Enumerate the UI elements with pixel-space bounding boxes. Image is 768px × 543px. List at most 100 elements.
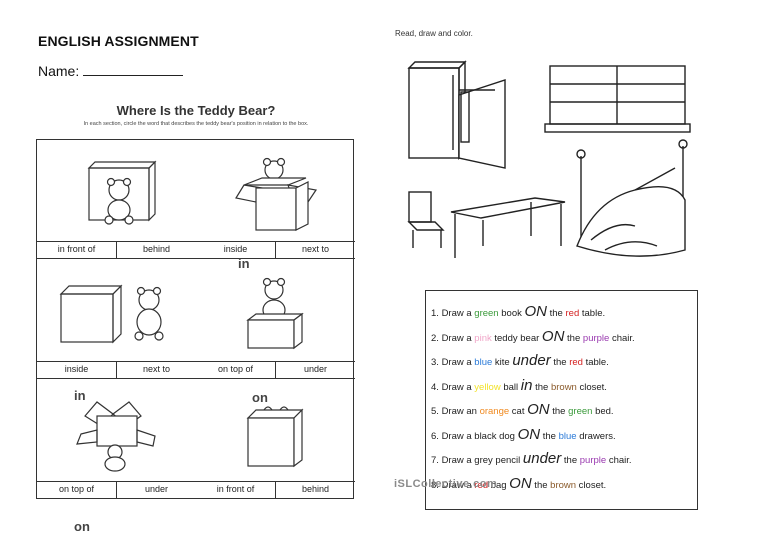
instruction-word: book <box>498 308 525 319</box>
answer-options: in front of behind <box>196 481 355 499</box>
instruction-word: Draw a <box>441 357 475 368</box>
instruction-word: in <box>520 376 533 394</box>
grid-cell-5: on top of under <box>37 380 196 500</box>
instruction-number: 2. <box>431 332 442 344</box>
name-label: Name: <box>38 63 80 79</box>
instruction-line: 8. Draw a red bag ON the brown closet. <box>431 475 606 492</box>
instruction-word: Draw a black dog <box>441 430 518 442</box>
worksheet-title: Where Is the Teddy Bear? <box>116 103 276 118</box>
instruction-word: brown <box>550 381 577 393</box>
instruction-word: the <box>531 479 551 491</box>
option-right[interactable]: next to <box>275 242 355 258</box>
worksheet-instruction: In each section, circle the word that de… <box>83 121 309 127</box>
instruction-word: under <box>522 450 562 467</box>
option-left[interactable]: inside <box>64 364 89 374</box>
option-right[interactable]: under <box>116 482 196 499</box>
answer-options: on top of under <box>196 361 355 379</box>
instruction-word: table. <box>582 357 609 368</box>
instruction-word: cat <box>509 406 528 417</box>
option-right[interactable]: next to <box>116 362 196 378</box>
option-left[interactable]: in front of <box>216 484 255 494</box>
instruction-word: the <box>532 381 551 393</box>
option-left[interactable]: in front of <box>57 244 96 254</box>
option-left[interactable]: inside <box>223 244 248 254</box>
handwritten-answer: on <box>74 519 90 534</box>
instruction-word: green <box>568 406 593 417</box>
instruction-word: closet. <box>576 479 607 491</box>
option-right[interactable]: behind <box>275 482 355 499</box>
instruction-word: red <box>569 357 583 368</box>
instruction-word: brown <box>550 479 577 491</box>
instruction-word: the <box>561 455 580 466</box>
grid-cell-2: inside next to <box>196 140 355 260</box>
watermark: iSLCollective.com <box>394 478 498 490</box>
instruction-word: Draw a grey <box>441 455 496 466</box>
instruction-word: Draw a <box>441 332 475 344</box>
instructions-box: 1. Draw a green book ON the red table. 2.… <box>425 290 698 510</box>
instruction-number: 5. <box>431 406 442 417</box>
instruction-word: ON <box>541 327 565 345</box>
instruction-word: chair. <box>606 455 632 466</box>
instruction-word: ON <box>509 474 532 492</box>
instruction-word: teddy bear <box>491 332 542 344</box>
instruction-word: ball <box>500 381 521 393</box>
instruction-word: Draw an <box>441 406 480 417</box>
instruction-word: the <box>547 308 566 319</box>
handwritten-answer: on <box>252 390 268 405</box>
instruction-word: kite <box>492 357 513 368</box>
instruction-word: bed. <box>592 406 614 417</box>
grid-cell-4: on top of under <box>196 260 355 380</box>
instruction-word: table. <box>579 308 606 319</box>
instruction-word: ON <box>527 401 550 418</box>
bear-box-illustration <box>246 277 304 350</box>
instruction-number: 3. <box>431 357 442 368</box>
instruction-word: ON <box>517 425 541 443</box>
instruction-word: Draw a <box>441 381 475 393</box>
instruction-line: 3. Draw a blue kite under the red table. <box>431 352 609 369</box>
answer-options: inside next to <box>196 241 355 259</box>
name-blank-field[interactable] <box>83 63 184 76</box>
furniture-illustration <box>407 60 691 258</box>
instruction-line: 6. Draw a black dog ON the blue drawers. <box>431 426 616 443</box>
instruction-word: chair. <box>609 332 635 344</box>
teddy-grid: in front of behind inside next to <box>36 139 355 500</box>
instruction-line: 1. Draw a green book ON the red table. <box>431 303 605 320</box>
bear-box-illustration <box>76 401 156 472</box>
instruction-word: red <box>565 308 580 319</box>
instruction-line: 4. Draw a yellow ball in the brown close… <box>431 377 607 394</box>
instruction-word: the <box>549 406 569 417</box>
instruction-number: 8. <box>431 479 442 491</box>
instruction-word: pencil <box>495 455 521 466</box>
bear-box-illustration <box>235 157 318 231</box>
answer-options: inside next to <box>37 361 196 379</box>
instruction-word: blue <box>474 357 493 368</box>
instruction-word: under <box>512 352 551 369</box>
option-right[interactable]: behind <box>116 242 196 258</box>
instruction-word: purple <box>582 332 610 344</box>
instruction-word: Draw a <box>441 479 475 491</box>
option-left[interactable]: on top of <box>217 364 254 374</box>
option-left[interactable]: on top of <box>58 484 95 494</box>
instruction-word: blue <box>558 430 577 442</box>
instruction-word: the <box>540 430 559 442</box>
instruction-number: 4. <box>431 381 442 393</box>
instruction-word: the <box>564 332 583 344</box>
name-line: Name: <box>38 63 184 79</box>
instruction-word: orange <box>479 406 510 417</box>
grid-cell-1: in front of behind <box>37 140 196 260</box>
instruction-word: yellow <box>474 381 501 393</box>
instruction-word: pink <box>474 332 492 344</box>
instruction-word: purple <box>579 455 607 466</box>
instruction-word: bag <box>488 479 510 491</box>
instruction-word: green <box>474 308 499 319</box>
instruction-word: the <box>550 357 570 368</box>
answer-options: on top of under <box>37 481 196 499</box>
grid-cell-3: inside next to <box>37 260 196 380</box>
instruction-line: 7. Draw a grey pencil under the purple c… <box>431 450 632 467</box>
document-title: ENGLISH ASSIGNMENT <box>38 33 199 49</box>
option-right[interactable]: under <box>275 362 355 378</box>
read-draw-color-instruction: Read, draw and color. <box>395 29 473 38</box>
instruction-word: closet. <box>576 381 607 393</box>
instruction-line: 2. Draw a pink teddy bear ON the purple … <box>431 328 635 345</box>
answer-options: in front of behind <box>37 241 196 259</box>
